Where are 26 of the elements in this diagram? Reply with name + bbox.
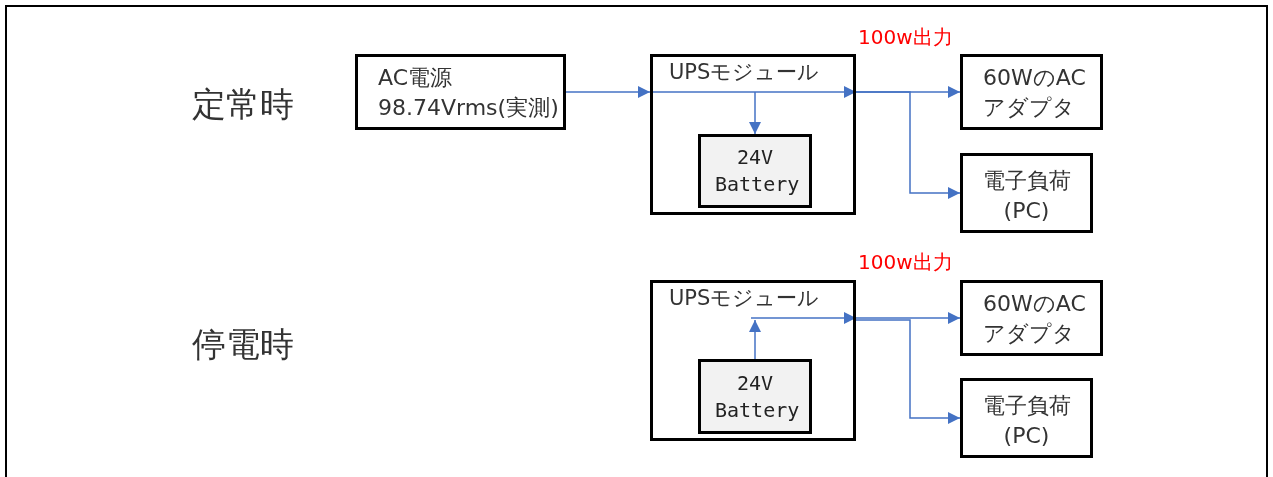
output-note: 100w出力 [858,24,953,51]
battery-box [698,134,812,208]
row-heading: 停電時 [192,323,294,366]
block-box [355,54,566,130]
node-label: AC電源 98.74Vrms(実測) [377,64,560,122]
output-note: 100w出力 [858,249,953,276]
block-box [960,280,1103,356]
block-box [960,54,1103,130]
block-box [650,280,856,441]
connector-arrow [855,91,961,199]
node-label: 電子負荷 (PC) [981,167,1072,225]
block-box [650,54,856,215]
node-label: 電子負荷 (PC) [981,392,1072,450]
connector-arrow [565,86,651,98]
block-box [960,153,1093,233]
battery-box [698,359,812,434]
connector-arrow [749,319,761,360]
row-heading: 定常時 [192,83,294,126]
node-label: 60WのAC アダプタ [982,290,1087,348]
node-label: UPSモジュール [668,285,821,312]
node-label: 60WのAC アダプタ [982,64,1087,122]
connector-arrow [855,319,961,424]
node-label: UPSモジュール [668,59,821,86]
block-box [960,378,1093,458]
connector-arrow [750,312,961,324]
connector-arrow [749,91,761,135]
